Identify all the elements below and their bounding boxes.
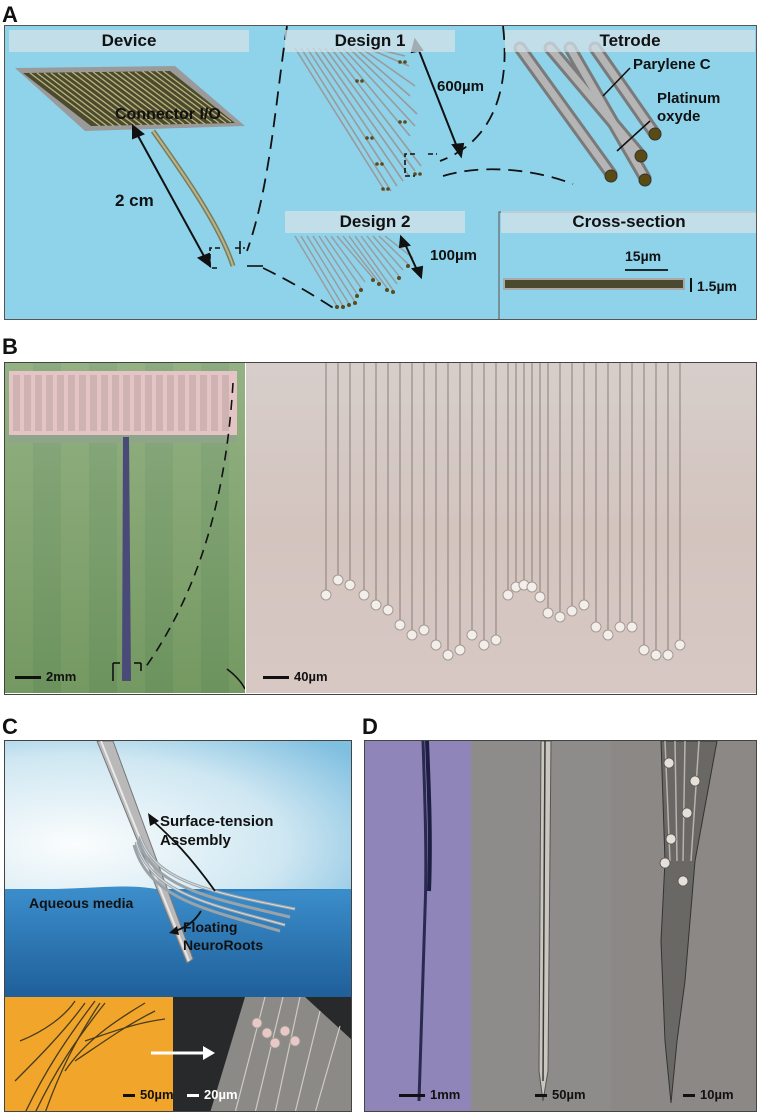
scale-50um-d-label: 50µm [552, 1087, 586, 1102]
label-thickness: 1.5µm [697, 278, 737, 294]
scale-bar-50um-c: 50µm [123, 1087, 174, 1102]
scale-bar-20um-c: 20µm [187, 1087, 238, 1102]
panel-b-left-image [5, 363, 245, 693]
panel-b: 2mm 40µm [4, 362, 757, 695]
header-design-1: Design 1 [285, 30, 455, 52]
panel-c: Surface-tension Assembly Aqueous media F… [4, 740, 352, 1112]
scale-2mm-label: 2mm [46, 669, 77, 684]
device-connector-pad [15, 66, 245, 131]
scale-20um-c-label: 20µm [204, 1087, 238, 1102]
panel-b-right-image [246, 363, 756, 693]
panel-a-illustration [15, 26, 756, 319]
panel-c-letter: C [2, 714, 18, 739]
scale-bar-50um-d: 50µm [535, 1087, 586, 1102]
scale-50um-c-label: 50µm [140, 1087, 174, 1102]
label-surface-tension: Surface-tension [160, 813, 274, 830]
label-assembly: Assembly [160, 832, 231, 849]
header-design-2: Design 2 [285, 211, 465, 233]
scale-bar-10um-d: 10µm [683, 1087, 734, 1102]
header-cross-section: Cross-section [501, 211, 756, 233]
label-neuroroots: NeuroRoots [183, 937, 264, 953]
label-length: 2 cm [115, 191, 154, 210]
scale-1mm-label: 1mm [430, 1087, 461, 1102]
scale-10um-d-label: 10µm [700, 1087, 734, 1102]
panel-a-letter: A [2, 2, 18, 27]
scale-bar-1mm: 1mm [399, 1087, 460, 1102]
label-floating: Floating [183, 919, 238, 935]
label-connector: Connector I/O [115, 106, 221, 123]
label-width-15: 15µm [625, 248, 662, 264]
label-pitch-600: 600µm [437, 78, 485, 95]
panel-a: Device Design 1 Tetrode Design 2 Cross-s… [4, 25, 757, 320]
scale-bar-2mm: 2mm [15, 669, 76, 684]
label-parylene: Parylene C [633, 56, 711, 73]
label-pitch-100: 100µm [430, 247, 478, 264]
panel-d: 1mm 50µm 10µm [364, 740, 757, 1112]
scale-bar-40um: 40µm [263, 669, 328, 684]
header-device: Device [9, 30, 249, 52]
scale-40um-label: 40µm [294, 669, 328, 684]
panel-b-letter: B [2, 334, 18, 359]
panel-d-letter: D [362, 714, 378, 739]
header-tetrode: Tetrode [505, 30, 755, 52]
label-oxyde: oxyde [657, 108, 701, 125]
label-aqueous-media: Aqueous media [29, 895, 134, 911]
label-platinum: Platinum [657, 90, 721, 107]
